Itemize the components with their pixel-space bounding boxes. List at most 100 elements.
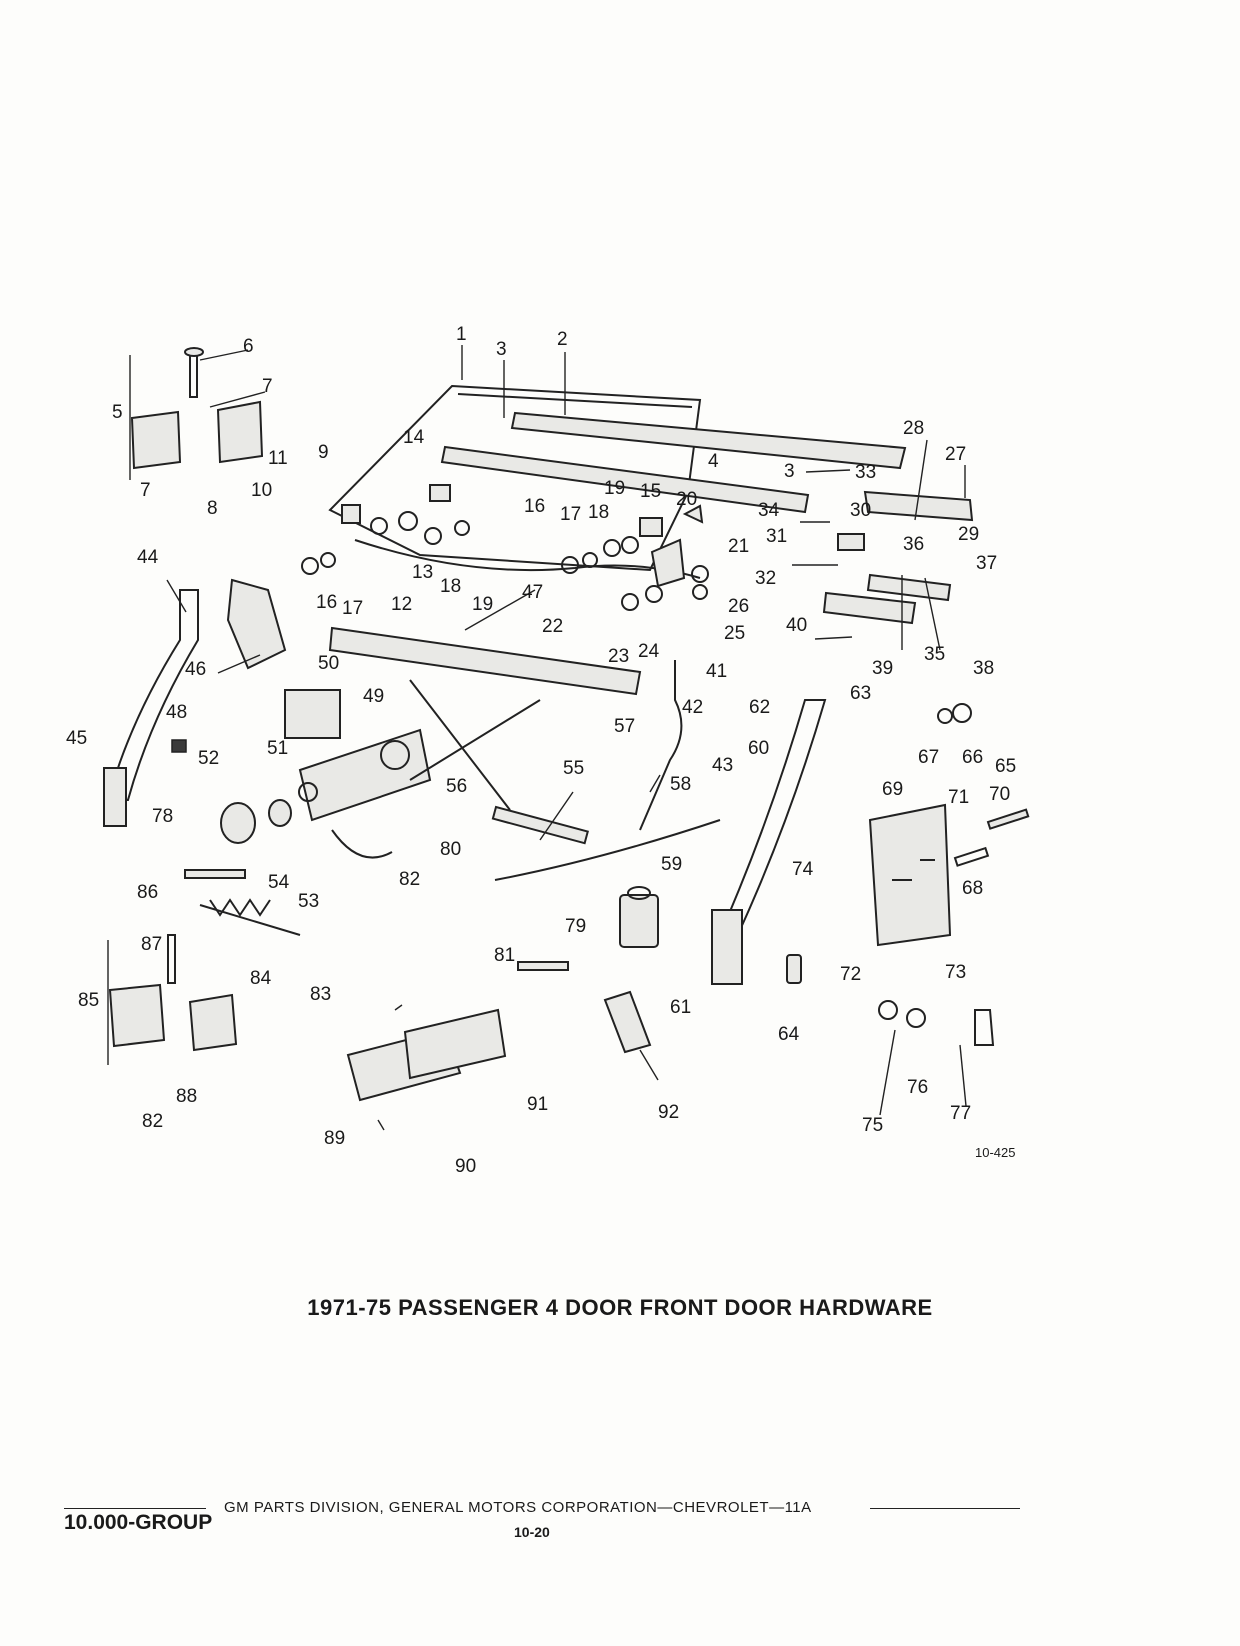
footer-rule-left — [64, 1508, 206, 1509]
leader-lines — [107, 345, 967, 1131]
callout-21: 21 — [728, 536, 749, 557]
lower-hinge — [108, 934, 238, 1052]
sash-rollers — [301, 511, 709, 611]
callout-43: 43 — [712, 755, 733, 776]
callout-22: 22 — [542, 616, 563, 637]
callout-1: 1 — [456, 324, 467, 345]
callout-5: 5 — [112, 402, 123, 423]
callout-37: 37 — [976, 553, 997, 574]
callout-47: 47 — [522, 582, 543, 603]
callout-10: 10 — [251, 480, 272, 501]
callout-76: 76 — [907, 1077, 928, 1098]
callout-9: 9 — [318, 442, 329, 463]
callout-82b: 82 — [142, 1111, 163, 1132]
callout-72: 72 — [840, 964, 861, 985]
callout-12: 12 — [391, 594, 412, 615]
callout-11: 11 — [268, 448, 288, 469]
callout-44: 44 — [137, 547, 159, 568]
window-sash-track — [354, 539, 701, 579]
callout-85: 85 — [78, 990, 99, 1011]
callout-92: 92 — [658, 1102, 679, 1123]
callout-68: 68 — [962, 878, 983, 899]
callout-35: 35 — [924, 644, 945, 665]
callout-18b: 18 — [440, 576, 461, 597]
callout-3a: 3 — [496, 339, 507, 360]
callout-59: 59 — [661, 854, 682, 875]
callout-40: 40 — [786, 615, 807, 636]
callout-78: 78 — [152, 806, 173, 827]
callout-33: 33 — [855, 462, 876, 483]
callout-91: 91 — [527, 1094, 548, 1115]
callout-36: 36 — [903, 534, 924, 555]
callout-77: 77 — [950, 1103, 971, 1124]
callout-64: 64 — [778, 1024, 800, 1045]
lock-rod — [494, 660, 721, 881]
callout-13: 13 — [412, 562, 433, 583]
callout-8: 8 — [207, 498, 218, 519]
callout-41: 41 — [706, 661, 727, 682]
callout-61: 61 — [670, 997, 691, 1018]
callout-84: 84 — [250, 968, 272, 989]
callout-2: 2 — [557, 329, 568, 350]
regulator-spring — [199, 898, 301, 936]
callout-25: 25 — [724, 623, 745, 644]
callout-16a: 16 — [524, 496, 545, 517]
callout-48: 48 — [166, 702, 187, 723]
callout-labels: 1 2 3 3 4 5 6 7 7 8 9 10 11 12 13 14 15 … — [66, 324, 1016, 1177]
page-title: 1971-75 PASSENGER 4 DOOR FRONT DOOR HARD… — [307, 1295, 933, 1320]
callout-23: 23 — [608, 646, 629, 667]
callout-60: 60 — [748, 738, 769, 759]
group-label: 10.000-GROUP — [64, 1511, 213, 1534]
footer-rule-right — [870, 1508, 1020, 1509]
outside-handle — [822, 490, 974, 625]
callout-15: 15 — [640, 481, 661, 502]
lower-sash-channel — [328, 626, 642, 696]
callout-81: 81 — [494, 945, 515, 966]
callout-34: 34 — [758, 500, 780, 521]
callout-28: 28 — [903, 418, 924, 439]
callout-86: 86 — [137, 882, 158, 903]
window-regulator — [298, 679, 541, 859]
small-hardware — [171, 578, 1030, 1054]
glass-channel-lower — [440, 445, 810, 514]
callout-54: 54 — [268, 872, 290, 893]
callout-88: 88 — [176, 1086, 197, 1107]
callout-19a: 19 — [604, 478, 625, 499]
glass-run-channel — [510, 411, 907, 470]
callout-52: 52 — [198, 748, 219, 769]
callout-56: 56 — [446, 776, 467, 797]
callout-27: 27 — [945, 444, 966, 465]
callout-82a: 82 — [399, 869, 420, 890]
inside-handle-bezel — [346, 1008, 507, 1102]
door-lock-assembly — [868, 803, 952, 947]
callout-18a: 18 — [588, 502, 609, 523]
callout-32: 32 — [755, 568, 776, 589]
callout-14: 14 — [403, 427, 425, 448]
callout-70: 70 — [989, 784, 1010, 805]
figure-code: 10-425 — [975, 1145, 1016, 1160]
callout-79: 79 — [565, 916, 586, 937]
callout-67: 67 — [918, 747, 939, 768]
upper-hinge — [130, 347, 264, 470]
callout-3b: 3 — [784, 461, 795, 482]
callout-38: 38 — [973, 658, 994, 679]
callout-90: 90 — [455, 1156, 476, 1177]
callout-75: 75 — [862, 1115, 883, 1136]
callout-39: 39 — [872, 658, 893, 679]
callout-4: 4 — [708, 451, 719, 472]
sash-brackets — [341, 484, 704, 588]
callout-20: 20 — [676, 489, 697, 510]
callout-16b: 16 — [316, 592, 337, 613]
callout-45: 45 — [66, 728, 87, 749]
callout-71: 71 — [948, 787, 969, 808]
lock-cylinder — [619, 886, 659, 948]
callout-49: 49 — [363, 686, 384, 707]
callout-66: 66 — [962, 747, 983, 768]
callout-87: 87 — [141, 934, 162, 955]
callout-6: 6 — [243, 336, 254, 357]
callout-69: 69 — [882, 779, 903, 800]
callout-89: 89 — [324, 1128, 345, 1149]
callout-17b: 17 — [342, 598, 363, 619]
